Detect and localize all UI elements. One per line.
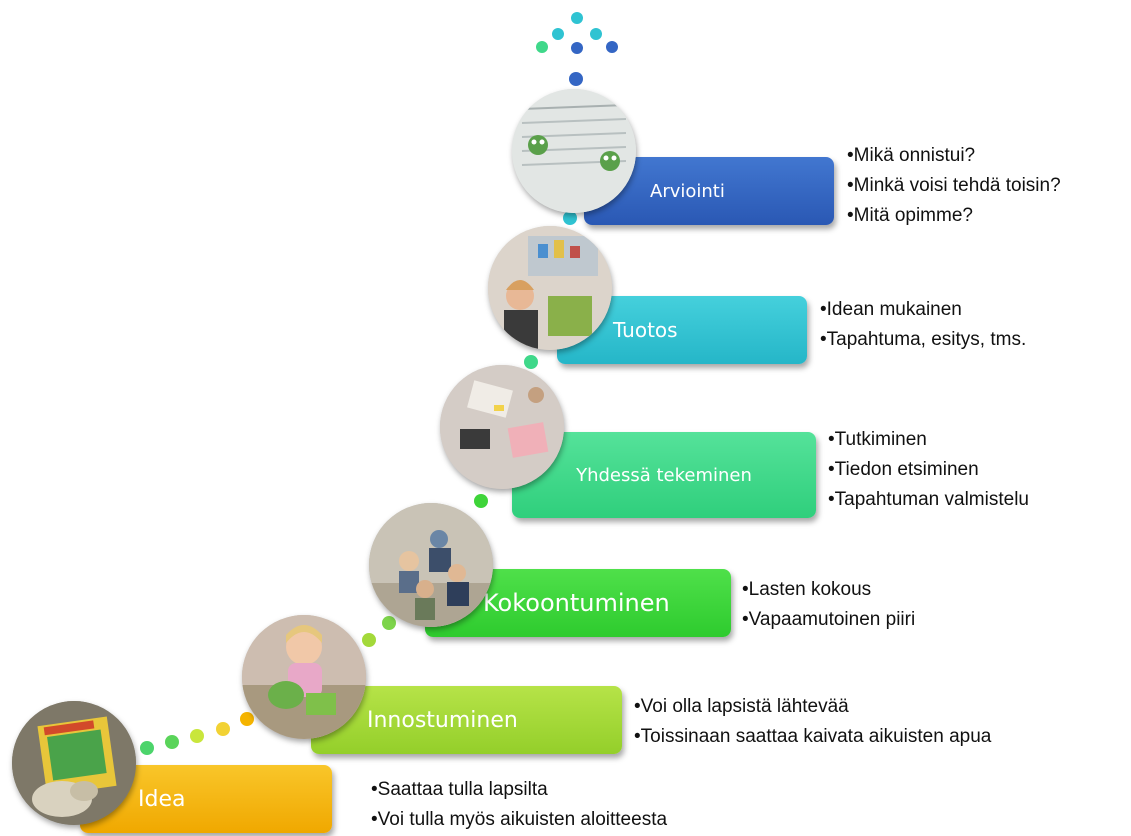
bullet-item: Tapahtuma, esitys, tms. <box>820 325 1027 355</box>
step-label: Yhdessä tekeminen <box>576 464 752 486</box>
bullets-tuotos: Idean mukainen Tapahtuma, esitys, tms. <box>820 295 1027 355</box>
bullets-kokoontuminen: Lasten kokous Vapaamutoinen piiri <box>742 575 916 635</box>
connector-dot <box>216 722 230 736</box>
connector-dot <box>240 712 254 726</box>
connector-dot <box>382 616 396 630</box>
bullets-idea: Saattaa tulla lapsilta Voi tulla myös ai… <box>371 775 667 835</box>
photo-arviointi <box>512 89 636 213</box>
connector-dot <box>140 741 154 755</box>
bullets-innostuminen: Voi olla lapsistä lähtevää Toissinaan sa… <box>634 692 992 752</box>
step-label: Innostuminen <box>367 707 518 733</box>
connector-dot <box>165 735 179 749</box>
connector-dot <box>524 355 538 369</box>
bullet-item: Voi tulla myös aikuisten aloitteesta <box>371 805 667 835</box>
step-box-innostuminen: Innostuminen <box>311 686 622 754</box>
connector-dot <box>474 494 488 508</box>
bullets-yhdessa-tekeminen: Tutkiminen Tiedon etsiminen Tapahtuman v… <box>828 425 1029 515</box>
bullet-item: Lasten kokous <box>742 575 915 605</box>
step-label: Tuotos <box>613 318 678 342</box>
step-box-yhdessa-tekeminen: Yhdessä tekeminen <box>512 432 816 518</box>
photo-idea <box>12 701 136 825</box>
bullets-arviointi: Mikä onnistui? Minkä voisi tehdä toisin?… <box>847 141 1061 231</box>
bullet-item: Vapaamutoinen piiri <box>742 605 916 635</box>
connector-dot <box>563 211 577 225</box>
bullet-item: Mitä opimme? <box>847 201 1061 231</box>
bullet-item: Saattaa tulla lapsilta <box>371 775 667 805</box>
step-label: Kokoontuminen <box>483 589 670 617</box>
bullet-item: Mikä onnistui? <box>847 141 1061 171</box>
connector-dot <box>569 72 583 86</box>
connector-dot <box>190 729 204 743</box>
photo-innostuminen <box>242 615 366 739</box>
connector-dot <box>362 633 376 647</box>
photo-tuotos <box>488 226 612 350</box>
bullet-item: Idean mukainen <box>820 295 1026 325</box>
bullet-item: Toissinaan saattaa kaivata aikuisten apu… <box>634 722 992 752</box>
step-label: Arviointi <box>650 180 725 202</box>
bullet-item: Tapahtuman valmistelu <box>828 485 1029 515</box>
photo-yhdessa-tekeminen <box>440 365 564 489</box>
bullet-item: Voi olla lapsistä lähtevää <box>634 692 991 722</box>
step-label: Idea <box>138 786 186 812</box>
photo-kokoontuminen <box>369 503 493 627</box>
bullet-item: Minkä voisi tehdä toisin? <box>847 171 1061 201</box>
bullet-item: Tutkiminen <box>828 425 1029 455</box>
bullet-item: Tiedon etsiminen <box>828 455 1029 485</box>
